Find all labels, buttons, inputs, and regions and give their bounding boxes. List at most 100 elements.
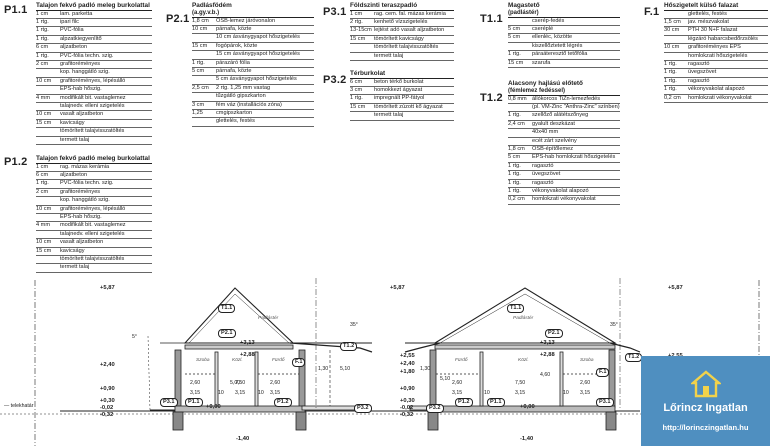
layer-material: OSB-építőlemez [532, 146, 574, 153]
layer-row: 1 rtg.párazáró fólia [192, 59, 314, 69]
layer-row: (pl. VM-Zinc "Anthra-Zinc" színben) [508, 104, 620, 113]
layer-material: grafitoréményes, lépésálló [60, 77, 126, 84]
block-code-p11: P1.1 [4, 4, 28, 16]
layer-material: tömörített zúzott kő ágyazat [374, 103, 443, 110]
layer-material: PVC-fólia techn. szig. [60, 52, 114, 59]
layer-thickness: 10 cm [36, 111, 52, 118]
layer-material: OSB-lemez járóvonalon [216, 17, 276, 24]
layer-thickness [664, 11, 688, 18]
layer-material: fém váz (installációs zóna) [216, 101, 282, 108]
layer-material: grafitoréményes [60, 61, 101, 68]
layer-thickness [36, 256, 60, 263]
layer-material: páraáteresztő tetőfólia [532, 51, 588, 58]
layer-thickness: 2 rtg. [350, 19, 363, 25]
room-label: Padlástér [513, 316, 534, 321]
layer-material: 5 cm ásványgyapot hőszigetelés [216, 76, 297, 83]
layer-row: 1 rtg.vékonyvakolat alapozó [508, 188, 620, 197]
layer-thickness: 5 cm [508, 26, 521, 32]
layer-thickness: 1 rtg. [36, 19, 49, 25]
layer-material: párnafa, közte [216, 68, 252, 75]
layer-row: 1 rtg.szellőző alátétszőnyeg [508, 112, 620, 121]
layer-row: termett talaj [36, 136, 152, 146]
logo-name: Lőrincz Ingatlan [663, 402, 748, 414]
section-tag: F.1 [292, 358, 306, 367]
layer-material: PVC-fólia techn. szig. [60, 180, 114, 187]
section-tag: P3.2 [426, 404, 444, 413]
layer-row: talajnedv. elleni szigetelés [36, 231, 152, 240]
layer-row: 1 cm lam. parketta [36, 11, 152, 19]
layer-thickness: 10 cm [36, 77, 52, 84]
layer-table-f1: Hőszigetelt külső falazat glettelés, fes… [664, 2, 768, 104]
layer-thickness: 15 cm [36, 119, 52, 126]
layer-material: PVC-fólia [60, 27, 84, 34]
layer-material: (pl. VM-Zinc "Anthra-Zinc" színben) [532, 104, 620, 110]
layer-material: légzáró habarcsbedőrzsölés [688, 35, 758, 42]
layer-row: 1 rtg.PVC-fólia techn. szig. [36, 180, 152, 189]
layer-thickness: 5 cm [508, 154, 521, 161]
layer-material: EPS-hab hőszig. [60, 86, 102, 93]
layer-material: szellőző alátétszőnyeg [532, 112, 589, 119]
layer-thickness: 1 cm [36, 10, 49, 17]
level-mark: +2,88 [240, 352, 255, 358]
layer-thickness: 4 mm [36, 222, 50, 229]
layer-row: 1 rtg.ragasztó [664, 61, 768, 70]
layer-material: lam. parketta [60, 10, 93, 17]
layer-material: impregnált PP-fátyol [374, 95, 425, 102]
layer-row: homlokzati hőszigetelés [664, 53, 768, 62]
layer-row: EPS-hab hőszig. [36, 86, 152, 95]
layer-thickness: 3 cm [350, 87, 363, 93]
angle-label: 5° [132, 334, 137, 340]
dimension-label: 5,00 [230, 380, 241, 386]
layer-row: 1 rtg.ragasztó [664, 78, 768, 87]
block-title-p32: Térburkolat [350, 70, 454, 79]
dimension-label: 2,60 [452, 380, 463, 386]
layer-thickness [36, 86, 60, 93]
layer-thickness: 1 rtg. [508, 171, 521, 178]
company-logo[interactable]: Lőrincz Ingatlan http://lorinczingatlan.… [641, 356, 770, 446]
section-tag: T1.2 [625, 353, 643, 362]
layer-thickness: 10 cm [192, 26, 208, 32]
level-mark: -0,02 [100, 405, 114, 411]
layer-thickness [192, 34, 216, 41]
logo-url[interactable]: http://lorinczingatlan.hu [662, 423, 749, 432]
dimension-label: 3,15 [580, 390, 591, 396]
section-tag: F.1 [596, 368, 610, 377]
layer-row: 1 rtg.PVC-fólia [36, 27, 152, 36]
layer-thickness [36, 231, 60, 238]
dimension-label: 2,60 [270, 380, 281, 386]
section-tag: P3.1 [160, 398, 178, 407]
layer-thickness: 4 mm [36, 94, 50, 101]
layer-material: szarufa [532, 59, 551, 66]
layer-row: 1 rtg.üvegszövet [508, 171, 620, 180]
layer-thickness: 0,2 cm [664, 94, 681, 101]
level-mark: -1,40 [520, 436, 534, 442]
layer-material: kop. hanggátló szig. [60, 197, 110, 204]
section-tag: P2.1 [218, 329, 236, 338]
layer-thickness [350, 53, 374, 60]
layer-thickness: 30 cm [664, 27, 680, 34]
level-mark: -0,32 [400, 412, 414, 418]
section-tag: P1.1 [487, 398, 505, 407]
layer-thickness: 1 rtg. [192, 59, 205, 66]
layer-thickness: 1 rtg. [36, 52, 49, 59]
layer-material: jav. mészvakolat [688, 19, 729, 25]
layer-material: tömörített talajvisszatöltés [60, 128, 125, 135]
level-mark: +0,30 [400, 398, 415, 404]
room-label: Közl. [518, 358, 529, 363]
room-label: Szoba [196, 358, 210, 363]
layer-material: glettelés, festés [688, 10, 727, 17]
room-label: Fürdő [272, 358, 285, 363]
layer-material: termett talaj [60, 136, 90, 143]
layer-row: tűzgátló gipszkarton [192, 93, 314, 102]
level-mark: +0,90 [400, 386, 415, 392]
layer-thickness: 15 cm [508, 59, 524, 66]
layer-row: glettelés, festés [664, 11, 768, 19]
layer-material: ragasztó [532, 162, 554, 169]
layer-thickness [192, 118, 216, 125]
